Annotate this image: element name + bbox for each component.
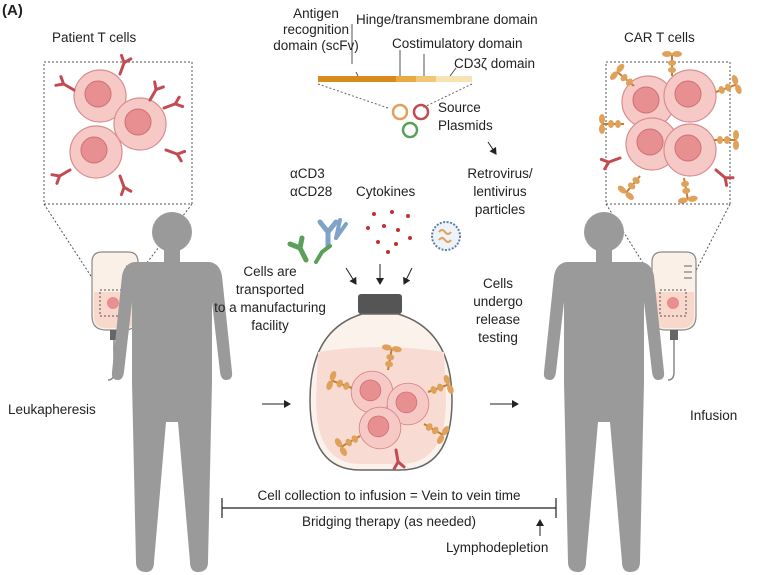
transport-label-4: facility: [251, 318, 289, 333]
transport-label-2: transported: [235, 282, 305, 297]
lymphodepletion-label: Lymphodepletion: [446, 540, 549, 555]
cytokine-dots: [366, 210, 412, 254]
antigen-label-3: domain (scFv): [273, 38, 359, 53]
bridging-therapy-label: Bridging therapy (as needed): [301, 514, 477, 529]
vein-to-vein-label: Cell collection to infusion = Vein to ve…: [257, 488, 521, 503]
manufacturing-vessel: [309, 294, 456, 471]
transport-label-3: to a manufacturing: [214, 300, 326, 315]
antibodies: [287, 218, 348, 264]
costim-label: Costimulatory domain: [392, 36, 523, 51]
antigen-label-2: recognition: [282, 22, 350, 37]
tcell-cluster: [50, 53, 187, 197]
virus-label-1: Retrovirus/: [467, 166, 533, 181]
antigen-label-1: Antigen: [293, 6, 339, 21]
timeline-bar: [221, 498, 557, 536]
release-label-3: release: [475, 312, 521, 327]
patient-tcell-box: [43, 53, 193, 291]
transport-label-1: Cells are: [243, 264, 297, 279]
car-construct-bar: [317, 24, 473, 109]
cd3z-label: CD3ζ domain: [454, 56, 535, 71]
acd28-label: αCD28: [290, 184, 333, 199]
cytokines-label: Cytokines: [356, 184, 416, 199]
plasmid-label-1: Source: [438, 100, 481, 115]
acd3-label: αCD3: [290, 166, 325, 181]
release-label-4: testing: [478, 330, 518, 345]
plasmid-label-2: Plasmids: [438, 118, 493, 133]
patient-tcells-title: Patient T cells: [52, 30, 137, 45]
recipient-figure: [543, 212, 665, 572]
plasmids: [391, 103, 497, 155]
car-tcells-title: CAR T cells: [624, 30, 695, 45]
panel-label: (A): [2, 2, 23, 19]
leukapheresis-label: Leukapheresis: [8, 402, 96, 417]
release-label-2: undergo: [473, 294, 523, 309]
infusion-bag: [651, 251, 697, 381]
virus-label-2: lentivirus: [473, 184, 527, 199]
virus-particle: [431, 221, 461, 251]
virus-label-3: particles: [474, 202, 526, 217]
infusion-label: Infusion: [690, 408, 738, 423]
hinge-label: Hinge/transmembrane domain: [356, 12, 538, 27]
release-label-1: Cells: [482, 276, 513, 291]
